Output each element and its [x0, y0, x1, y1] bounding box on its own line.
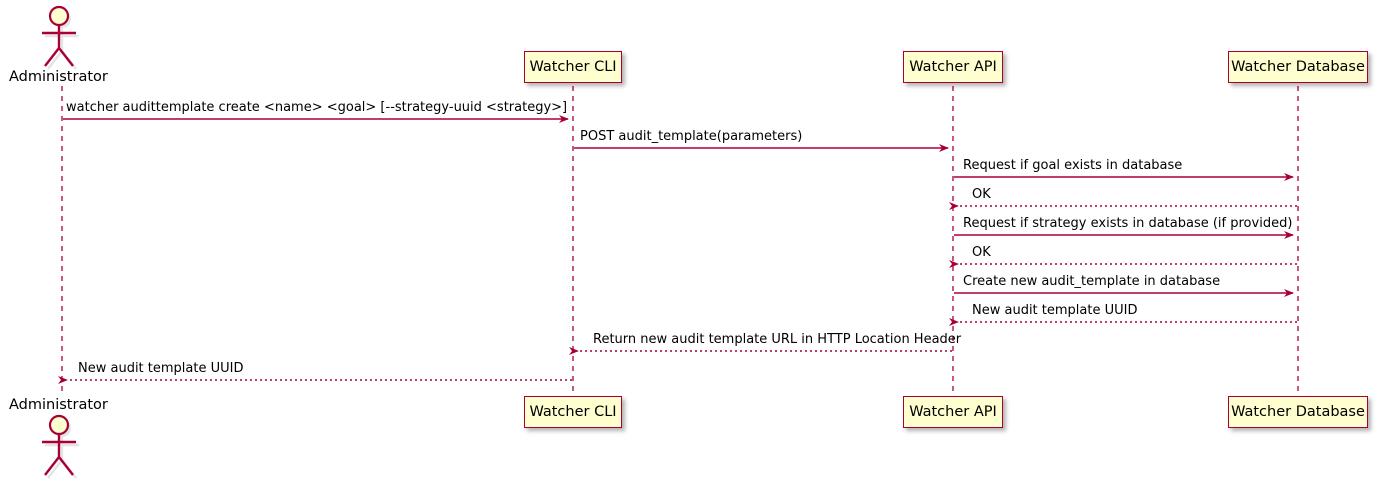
message-label-4: OK: [972, 187, 991, 202]
participant-label-watcher-database-bottom: Watcher Database: [1231, 403, 1365, 420]
actor-label-administrator-top: Administrator: [9, 69, 108, 85]
message-label-6: OK: [972, 245, 991, 260]
message-label-3: Request if goal exists in database: [963, 158, 1183, 173]
participant-label-watcher-api-top: Watcher API: [909, 58, 997, 75]
message-label-8: New audit template UUID: [972, 303, 1138, 318]
actor-administrator-bottom-icon: [42, 416, 79, 478]
message-label-1: watcher audittemplate create <name> <goa…: [66, 100, 568, 115]
message-label-2: POST audit_template(parameters): [580, 129, 803, 144]
participant-box-watcher-api-top[interactable]: Watcher API: [903, 51, 1003, 83]
message-label-5: Request if strategy exists in database (…: [963, 216, 1293, 231]
message-label-9: Return new audit template URL in HTTP Lo…: [593, 332, 962, 347]
participant-box-watcher-cli-bottom[interactable]: Watcher CLI: [524, 396, 622, 428]
participant-label-watcher-api-bottom: Watcher API: [909, 403, 997, 420]
actor-label-administrator-bottom: Administrator: [9, 397, 108, 413]
participant-box-watcher-api-bottom[interactable]: Watcher API: [903, 396, 1003, 428]
participant-box-watcher-database-top[interactable]: Watcher Database: [1228, 51, 1368, 83]
participant-box-watcher-cli-top[interactable]: Watcher CLI: [524, 51, 622, 83]
message-label-7: Create new audit_template in database: [963, 274, 1221, 289]
message-label-10: New audit template UUID: [78, 361, 244, 376]
participant-box-watcher-database-bottom[interactable]: Watcher Database: [1228, 396, 1368, 428]
participant-label-watcher-cli-bottom: Watcher CLI: [529, 403, 617, 420]
participant-label-watcher-cli-top: Watcher CLI: [529, 58, 617, 75]
participant-label-watcher-database-top: Watcher Database: [1231, 58, 1365, 75]
actor-administrator-top-icon: [42, 7, 79, 69]
